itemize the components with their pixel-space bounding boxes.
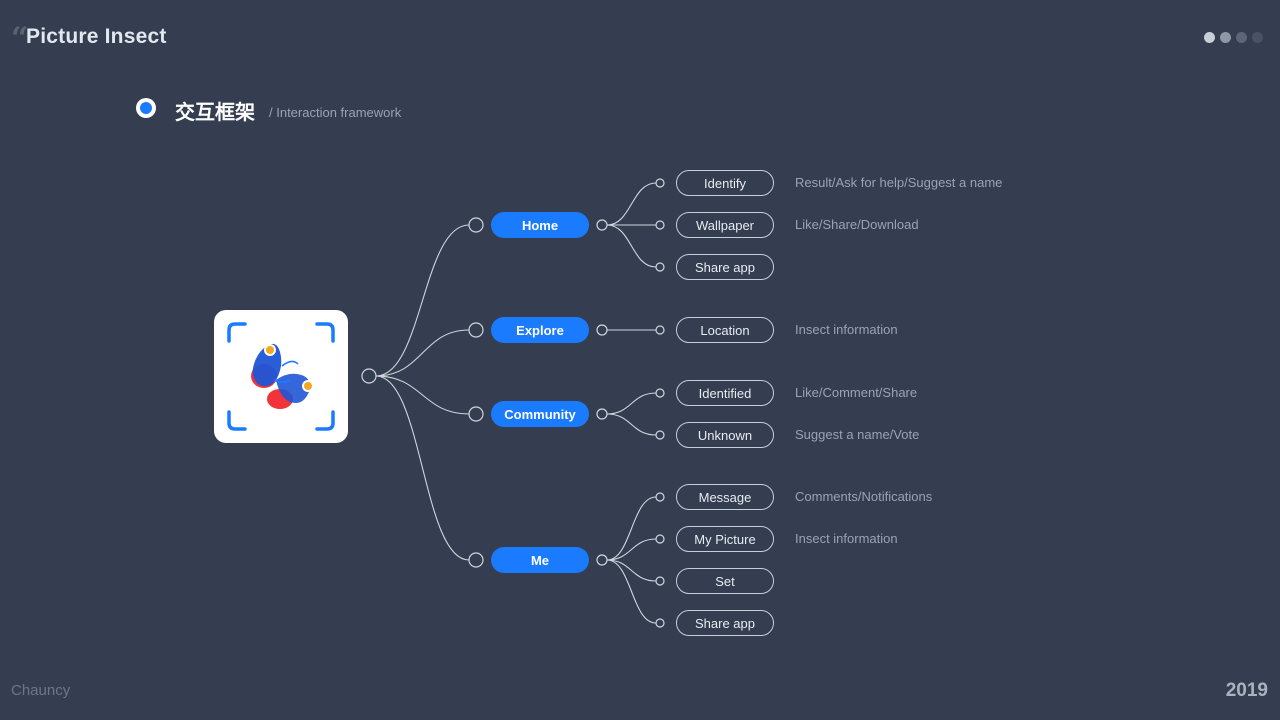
branch-output-dot (596, 554, 608, 566)
leaf-node[interactable]: Location (676, 317, 774, 343)
leaf-description: Insect information (795, 531, 898, 546)
page-dot-3[interactable] (1236, 32, 1247, 43)
branch-community-button[interactable]: Community (491, 401, 589, 427)
connector-3-1 (606, 538, 657, 561)
connector-0-0 (606, 182, 657, 226)
leaf-connector-dot (655, 492, 665, 502)
branch-output-dot (596, 408, 608, 420)
leaf-connector-dot (655, 388, 665, 398)
connector-2-0 (606, 392, 657, 415)
branch-input-dot (468, 552, 484, 568)
section-title-cn: 交互框架 (175, 100, 255, 124)
branch-input-dot (468, 406, 484, 422)
section-title-en: / Interaction framework (269, 105, 402, 120)
connector-3-3 (606, 559, 657, 624)
connector-root-2 (375, 375, 470, 415)
leaf-connector-dot (655, 534, 665, 544)
page-dot-1[interactable] (1204, 32, 1215, 43)
leaf-node[interactable]: Identified (676, 380, 774, 406)
leaf-node[interactable]: Share app (676, 610, 774, 636)
branch-home-button[interactable]: Home (491, 212, 589, 238)
page-indicator (1204, 32, 1263, 43)
app-icon-card (214, 310, 348, 443)
leaf-node[interactable]: Wallpaper (676, 212, 774, 238)
leaf-description: Suggest a name/Vote (795, 427, 920, 442)
branch-output-dot (596, 324, 608, 336)
leaf-connector-dot (655, 325, 665, 335)
leaf-node[interactable]: Unknown (676, 422, 774, 448)
leaf-connector-dot (655, 618, 665, 628)
leaf-node[interactable]: My Picture (676, 526, 774, 552)
leaf-description: Like/Share/Download (795, 217, 919, 232)
butterfly-app-icon (227, 322, 335, 431)
leaf-description: Like/Comment/Share (795, 385, 918, 400)
connector-0-2 (606, 224, 657, 268)
leaf-description: Comments/Notifications (795, 489, 933, 504)
connector-3-2 (606, 559, 657, 582)
leaf-node[interactable]: Message (676, 484, 774, 510)
leaf-connector-dot (655, 576, 665, 586)
leaf-description: Insect information (795, 322, 898, 337)
page-dot-4[interactable] (1252, 32, 1263, 43)
author-name: Chauncy (11, 682, 71, 699)
year-label: 2019 (1225, 680, 1268, 701)
page-dot-2[interactable] (1220, 32, 1231, 43)
root-connector-dot (361, 368, 377, 384)
leaf-connector-dot (655, 430, 665, 440)
connector-root-0 (375, 224, 470, 377)
leaf-node[interactable]: Share app (676, 254, 774, 280)
leaf-node[interactable]: Identify (676, 170, 774, 196)
connector-root-3 (375, 375, 470, 561)
radio-bullet-icon (136, 98, 156, 118)
leaf-node[interactable]: Set (676, 568, 774, 594)
app-title: Picture Insect (26, 25, 167, 48)
connector-2-1 (606, 413, 657, 436)
leaf-description: Result/Ask for help/Suggest a name (795, 175, 1003, 190)
connector-3-0 (606, 496, 657, 561)
branch-explore-button[interactable]: Explore (491, 317, 589, 343)
branch-input-dot (468, 322, 484, 338)
branch-output-dot (596, 219, 608, 231)
branch-input-dot (468, 217, 484, 233)
branch-me-button[interactable]: Me (491, 547, 589, 573)
leaf-connector-dot (655, 178, 665, 188)
connector-root-1 (375, 329, 470, 377)
leaf-connector-dot (655, 262, 665, 272)
quote-mark-icon: “ (11, 21, 29, 56)
leaf-connector-dot (655, 220, 665, 230)
